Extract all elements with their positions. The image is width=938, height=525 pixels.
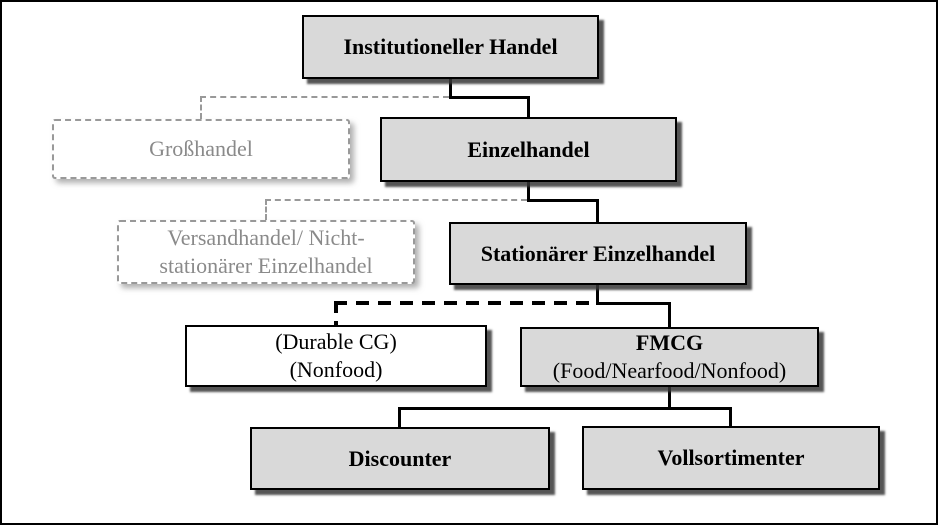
- node-label: Großhandel: [149, 136, 253, 161]
- node-label-line1: (Durable CG): [275, 329, 397, 354]
- node-discounter: Discounter: [250, 427, 550, 490]
- connector-einzel-station-v2: [596, 199, 599, 222]
- node-stationaerer-einzelhandel: Stationärer Einzelhandel: [449, 222, 747, 285]
- connector-versand-h: [265, 199, 527, 201]
- connector-inst-einzel-v2: [527, 96, 530, 117]
- node-vollsortimenter: Vollsortimenter: [582, 426, 880, 490]
- connector-vollsort-v: [729, 407, 732, 426]
- node-label-line1: FMCG: [635, 330, 704, 355]
- connector-grosshandel-v: [200, 96, 202, 119]
- node-label-line2: stationärer Einzelhandel: [159, 253, 373, 278]
- node-label: Vollsortimenter: [657, 445, 805, 470]
- connector-discounter-v: [398, 407, 401, 427]
- connector-inst-einzel-h: [449, 96, 530, 99]
- node-label: Einzelhandel: [467, 136, 590, 162]
- connector-durable-v: [334, 301, 338, 325]
- node-label: Institutioneller Handel: [343, 34, 558, 59]
- node-einzelhandel: Einzelhandel: [380, 117, 677, 182]
- node-fmcg: FMCG (Food/Nearfood/Nonfood): [520, 327, 819, 387]
- connector-station-fmcg-h: [596, 302, 671, 305]
- node-label: Stationärer Einzelhandel: [480, 240, 716, 266]
- connector-station-fmcg-v2: [668, 302, 671, 327]
- connector-versand-v: [265, 199, 267, 220]
- connector-einzel-station-v1: [527, 182, 530, 201]
- connector-fmcg-down: [668, 387, 671, 410]
- node-institutioneller-handel: Institutioneller Handel: [302, 15, 599, 79]
- node-label-line2: (Food/Nearfood/Nonfood): [552, 358, 787, 383]
- node-grosshandel: Großhandel: [52, 119, 350, 179]
- node-durable-cg: (Durable CG) (Nonfood): [185, 325, 487, 387]
- node-label: Discounter: [348, 445, 452, 471]
- connector-inst-einzel-v1: [449, 79, 452, 98]
- connector-station-fmcg-v1: [596, 285, 599, 305]
- connector-einzel-station-h: [527, 199, 599, 202]
- connector-bottom-h: [398, 407, 732, 410]
- node-versandhandel: Versandhandel/ Nicht- stationärer Einzel…: [117, 220, 415, 284]
- connector-durable-h: [334, 301, 596, 305]
- connector-grosshandel-h: [200, 96, 449, 98]
- node-label-line1: Versandhandel/ Nicht-: [167, 225, 365, 250]
- node-label-line2: (Nonfood): [289, 357, 383, 382]
